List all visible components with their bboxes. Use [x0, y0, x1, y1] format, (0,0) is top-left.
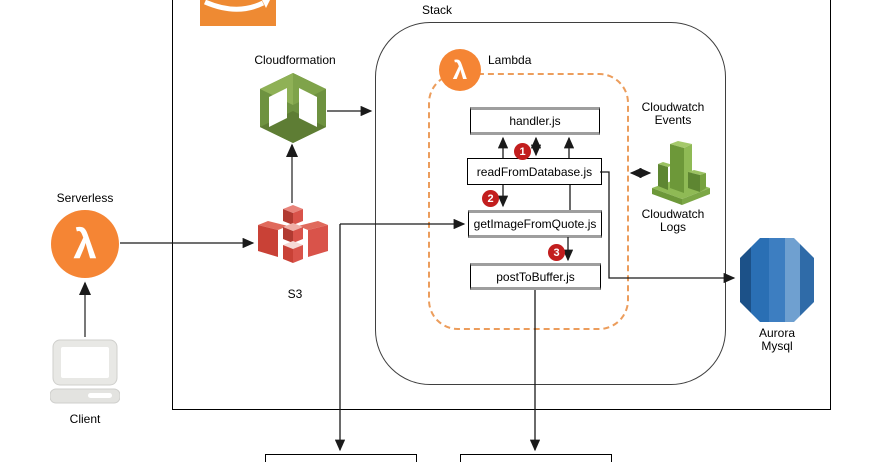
bottom-left-box [265, 454, 417, 462]
cloudwatch-logs-label: Cloudwatch Logs [641, 207, 705, 234]
outer-boundary-rect [172, 0, 831, 410]
step-1-badge: 1 [514, 143, 531, 160]
lambda-label: Lambda [488, 53, 532, 67]
cloudwatch-icon [652, 141, 710, 205]
step-1-badge-number: 1 [519, 145, 526, 158]
aws-logo-icon [200, 0, 276, 26]
client-laptop-icon [50, 339, 120, 404]
cloudwatch-events-label: Cloudwatch Events [641, 100, 705, 127]
lambda-icon: λ [439, 49, 481, 91]
cloudformation-icon [260, 73, 326, 143]
aurora-mysql-icon [740, 238, 814, 322]
lambda-group-dashed-rect [428, 73, 629, 330]
serverless-label: Serverless [56, 191, 114, 205]
cloudformation-label: Cloudformation [254, 53, 336, 67]
serverless-lambda-icon: λ [51, 210, 119, 278]
bottom-right-box [460, 454, 612, 462]
lambda-glyph: λ [452, 54, 468, 85]
step-2-badge-number: 2 [487, 192, 494, 205]
step-3-badge: 3 [548, 244, 565, 261]
s3-icon [258, 205, 328, 263]
post-to-buffer-box-label: postToBuffer.js [496, 269, 575, 284]
aurora-mysql-label: Aurora Mysql [758, 326, 796, 353]
post-to-buffer-box: postToBuffer.js [470, 263, 601, 290]
lambda-glyph: λ [73, 220, 97, 267]
stack-boundary-rect [375, 22, 726, 385]
handler-box-label: handler.js [509, 114, 561, 128]
step-3-badge-number: 3 [553, 246, 560, 259]
read-from-database-box-label: readFromDatabase.js [476, 164, 593, 179]
handler-box: handler.js [470, 107, 600, 135]
client-label: Client [69, 412, 101, 426]
read-from-database-box: readFromDatabase.js [467, 158, 602, 185]
get-image-from-quote-box-label: getImageFromQuote.js [473, 217, 597, 231]
step-2-badge: 2 [482, 190, 499, 207]
stack-label: Stack [421, 3, 453, 17]
get-image-from-quote-box: getImageFromQuote.js [468, 210, 602, 238]
s3-label: S3 [287, 287, 303, 301]
